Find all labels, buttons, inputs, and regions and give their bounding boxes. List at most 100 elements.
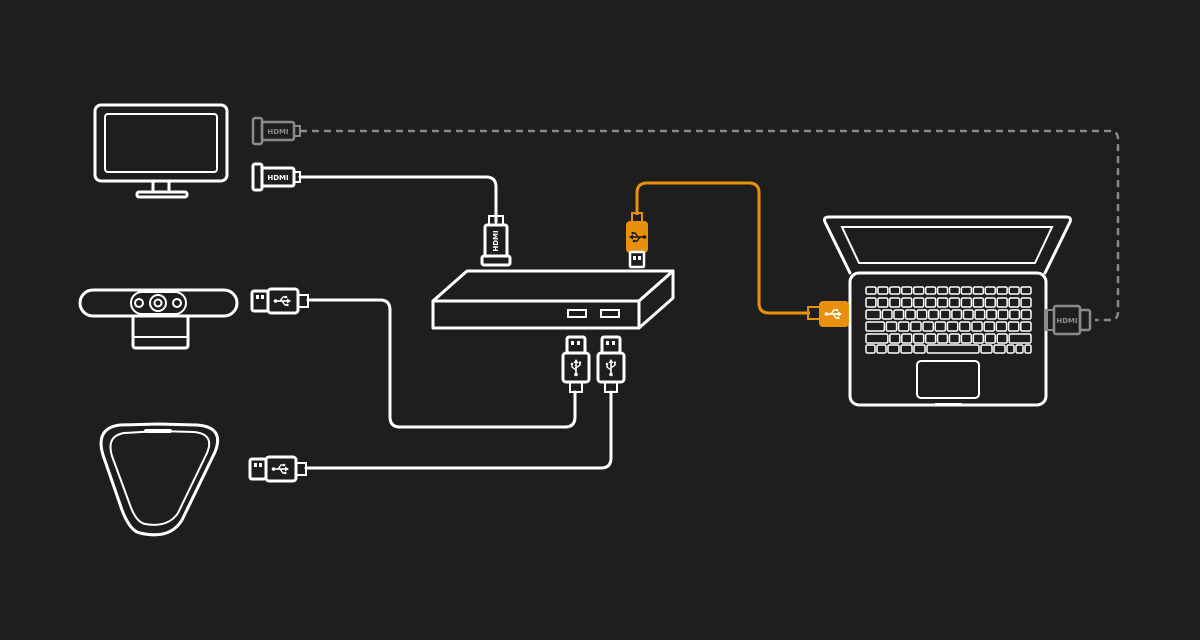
keyboard-key	[996, 297, 1008, 308]
monitor-icon	[93, 103, 229, 199]
keyboard-key	[876, 344, 887, 354]
keyboard-key	[881, 309, 893, 320]
keyboard-key	[901, 333, 913, 344]
keyboard-key	[985, 309, 997, 320]
hdmi-label: HDMI	[492, 230, 500, 251]
hub-usb-port	[567, 309, 587, 318]
keyboard-key	[926, 344, 980, 354]
keyboard-key	[901, 297, 913, 308]
laptop-keyboard	[865, 286, 1032, 354]
keyboard-key	[865, 309, 882, 320]
usb-connector-speakerphone	[248, 455, 307, 483]
keyboard-key	[904, 309, 916, 320]
keyboard-key	[1008, 333, 1032, 344]
keyboard-key	[1009, 309, 1021, 320]
keyboard-key	[877, 286, 889, 295]
keyboard-key	[913, 344, 926, 354]
usb-connector-hub-speakerphone	[596, 335, 626, 393]
keyboard-key	[971, 321, 983, 332]
hdmi-connector-laptop: HDMI	[1045, 304, 1092, 336]
keyboard-key	[960, 286, 973, 295]
keyboard-key	[877, 297, 889, 308]
keyboard-key	[887, 344, 900, 354]
keyboard-key	[924, 286, 937, 295]
keyboard-key	[936, 333, 949, 344]
keyboard-key	[889, 297, 901, 308]
speakerphone-icon	[99, 422, 220, 537]
hdmi-label: HDMI	[267, 128, 288, 136]
keyboard-key	[936, 286, 949, 295]
keyboard-key	[1024, 344, 1032, 354]
keyboard-key	[958, 321, 971, 332]
keyboard-key	[865, 286, 877, 295]
keyboard-key	[1008, 286, 1020, 295]
webcam-icon	[78, 288, 239, 350]
usb-cable-camera	[306, 298, 577, 429]
keyboard-key	[1020, 309, 1032, 320]
keyboard-key	[972, 286, 985, 295]
keyboard-key	[910, 321, 922, 332]
usb-connector-laptop	[807, 301, 849, 327]
usb-symbol-icon	[604, 358, 617, 378]
keyboard-key	[948, 286, 961, 295]
keyboard-key	[893, 309, 905, 320]
keyboard-key	[997, 309, 1009, 320]
keyboard-key	[996, 333, 1008, 344]
usb-symbol-icon	[569, 358, 582, 378]
usb-cable-speakerphone	[304, 390, 613, 470]
keyboard-key	[974, 309, 986, 320]
keyboard-key	[939, 309, 951, 320]
usb-symbol-icon	[270, 462, 290, 475]
keyboard-key	[889, 333, 901, 344]
keyboard-key	[865, 297, 877, 308]
keyboard-key	[900, 344, 913, 354]
keyboard-key	[865, 321, 886, 332]
keyboard-key	[948, 333, 961, 344]
keyboard-key	[983, 321, 996, 332]
keyboard-key	[984, 297, 996, 308]
keyboard-key	[924, 333, 937, 344]
laptop-touchpad	[916, 360, 980, 399]
keyboard-key	[984, 286, 996, 295]
keyboard-key	[912, 297, 925, 308]
keyboard-key	[980, 344, 993, 354]
keyboard-key	[912, 333, 925, 344]
keyboard-key	[960, 297, 973, 308]
keyboard-key	[912, 286, 925, 295]
keyboard-key	[972, 297, 985, 308]
keyboard-key	[984, 333, 996, 344]
keyboard-key	[996, 286, 1008, 295]
hdmi-cable-monitor-hub	[298, 175, 498, 224]
keyboard-key	[901, 286, 913, 295]
keyboard-key	[960, 333, 973, 344]
keyboard-key	[951, 309, 963, 320]
usb-connector-hub-camera	[561, 335, 591, 393]
keyboard-key	[922, 321, 935, 332]
keyboard-key	[946, 321, 959, 332]
usb-connector-hub-upstream	[626, 212, 648, 269]
keyboard-key	[1015, 344, 1024, 354]
keyboard-key	[1008, 297, 1020, 308]
laptop-icon	[823, 215, 1072, 407]
keyboard-key	[1020, 297, 1032, 308]
hub-usb-port	[600, 309, 620, 318]
keyboard-key	[993, 344, 1006, 354]
keyboard-key	[924, 297, 937, 308]
keyboard-key	[865, 344, 876, 354]
usb-connector-camera	[250, 287, 309, 315]
keyboard-key	[916, 309, 928, 320]
keyboard-key	[962, 309, 974, 320]
keyboard-key	[1006, 344, 1015, 354]
keyboard-key	[1020, 286, 1032, 295]
keyboard-key	[927, 309, 940, 320]
keyboard-key	[1007, 321, 1020, 332]
hdmi-connector-monitor: HDMI	[251, 162, 301, 192]
keyboard-key	[1020, 321, 1032, 332]
keyboard-key	[865, 333, 889, 344]
keyboard-key	[948, 297, 961, 308]
hdmi-connector-hub: HDMI	[480, 215, 512, 267]
keyboard-key	[936, 297, 949, 308]
keyboard-key	[889, 286, 901, 295]
hdmi-connector-optional: HDMI	[251, 116, 301, 146]
